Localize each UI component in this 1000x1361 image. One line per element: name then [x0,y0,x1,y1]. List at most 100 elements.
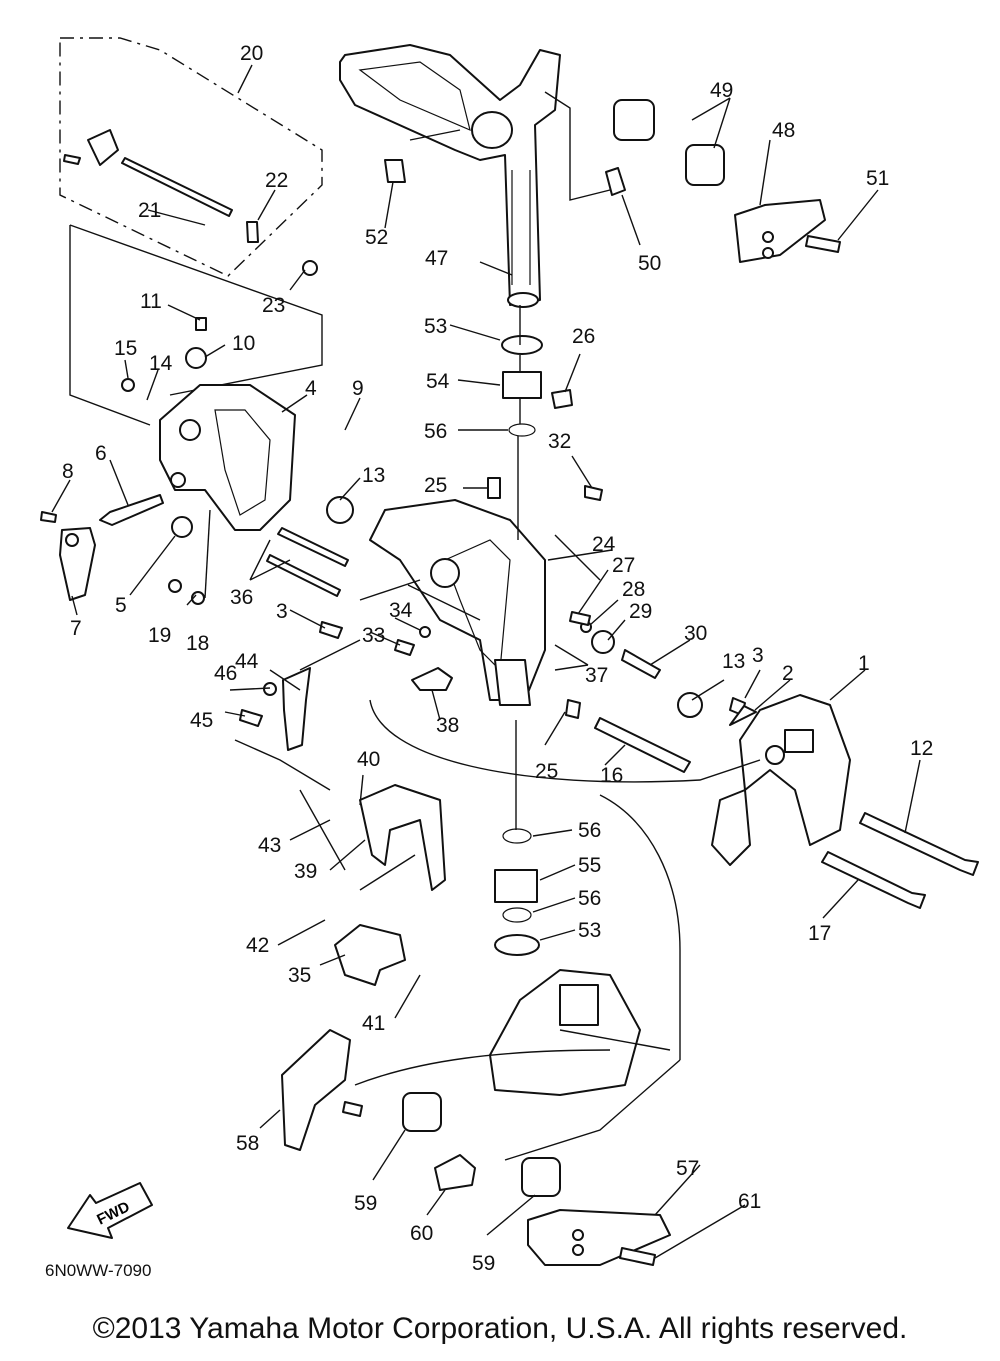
part-label-25: 25 [424,474,447,497]
copyright-notice: ©2013 Yamaha Motor Corporation, U.S.A. A… [92,1312,908,1345]
part-label-26: 26 [572,325,595,348]
bolt-part-6 [99,494,164,526]
part-label-41: 41 [362,1012,385,1035]
part-label-7: 7 [70,617,82,640]
part-label-56: 56 [424,420,447,443]
cap-part-49 [613,99,725,186]
bushing-stack-lower [494,828,540,956]
part-label-34: 34 [389,599,413,622]
part-label-23: 23 [262,294,285,317]
clip-part-60 [434,1154,476,1191]
part-label-44: 44 [235,650,259,673]
part-label-16: 16 [600,764,623,787]
part-label-32: 32 [548,430,571,453]
lever-part-58 [281,1029,351,1151]
cap-part-59b [521,1157,561,1197]
plate-part-35 [334,924,406,986]
part-label-12: 12 [910,737,933,760]
shaft-part-21 [63,129,233,217]
part-label-17: 17 [808,922,831,945]
part-label-48: 48 [772,119,795,142]
part-label-25: 25 [535,760,558,783]
part-label-14: 14 [149,352,173,375]
part-label-21: 21 [138,199,161,222]
part-label-8: 8 [62,460,74,483]
part-label-45: 45 [190,709,213,732]
small-parts [40,159,841,1266]
part-label-24: 24 [592,533,616,556]
swivel-bracket-part-4 [159,384,296,531]
part-label-56: 56 [578,887,601,910]
part-label-38: 38 [436,714,459,737]
bolts-part-36 [266,527,349,597]
cap-part-59a [402,1092,442,1132]
part-label-52: 52 [365,226,388,249]
bolt-part-12 [859,812,979,876]
part-label-59: 59 [354,1192,377,1215]
steering-handle-part [339,44,561,308]
part-label-58: 58 [236,1132,259,1155]
part-label-56: 56 [578,819,601,842]
bushing-stack-upper [501,335,573,437]
part-label-6: 6 [95,442,107,465]
part-label-20: 20 [240,42,263,65]
part-label-53: 53 [578,919,601,942]
part-label-15: 15 [114,337,137,360]
part-label-49: 49 [710,79,733,102]
clamp-bracket-part-1 [711,694,851,866]
part-label-43: 43 [258,834,281,857]
part-label-13: 13 [362,464,385,487]
part-label-54: 54 [426,370,450,393]
drawing-code: 6N0WW-7090 [45,1261,151,1280]
part-label-10: 10 [232,332,255,355]
part-label-19: 19 [148,624,171,647]
part-label-46: 46 [214,662,237,685]
part-label-18: 18 [186,632,209,655]
part-label-35: 35 [288,964,311,987]
part-label-61: 61 [738,1190,761,1213]
part-label-59: 59 [472,1252,495,1275]
group-4-outline [69,224,323,426]
cover-part-48 [734,199,826,263]
swivel-bracket-part-24 [369,499,546,706]
part-label-11: 11 [140,290,162,313]
part-label-60: 60 [410,1222,433,1245]
part-label-30: 30 [684,622,707,645]
part-label-3: 3 [276,600,288,623]
lever-part-7 [59,527,96,601]
part-label-1: 1 [858,652,870,675]
lever-part-44 [282,667,311,751]
part-label-40: 40 [357,748,380,771]
part-label-50: 50 [638,252,661,275]
part-label-39: 39 [294,860,317,883]
clip-part-38 [411,667,453,691]
part-label-51: 51 [866,167,889,190]
part-label-28: 28 [622,578,645,601]
part-label-22: 22 [265,169,288,192]
part-label-53: 53 [424,315,447,338]
part-label-42: 42 [246,934,269,957]
fwd-arrow-icon: FWD [67,1182,153,1239]
part-label-29: 29 [629,600,652,623]
part-label-3: 3 [752,644,764,667]
part-label-13: 13 [722,650,745,673]
group-20-outline [59,37,323,277]
part-label-33: 33 [362,624,385,647]
lower-mount-part [489,969,641,1096]
part-label-9: 9 [352,377,364,400]
part-label-27: 27 [612,554,635,577]
part-label-4: 4 [305,377,317,400]
part-label-57: 57 [676,1157,699,1180]
part-label-55: 55 [578,854,601,877]
pin-part-16 [594,717,691,773]
part-label-5: 5 [115,594,127,617]
part-label-37: 37 [585,664,608,687]
part-label-36: 36 [230,586,253,609]
part-label-2: 2 [782,662,794,685]
part-label-47: 47 [425,247,448,270]
leader-lines [51,64,921,1259]
bolt-part-17 [821,851,926,909]
bracket-part-39 [359,784,446,891]
part-labels: 1233456789101112131314151617181920212223… [62,42,933,1275]
